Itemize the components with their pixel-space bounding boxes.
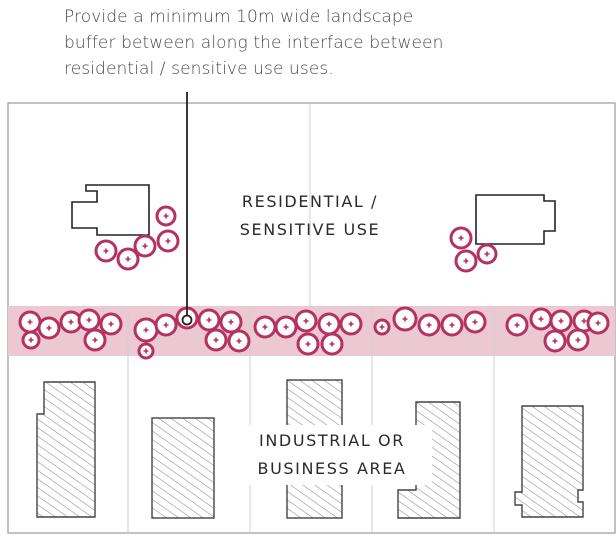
tree-center-mark — [103, 248, 109, 254]
tree-center-mark — [92, 337, 98, 343]
tree-center-mark — [143, 348, 149, 354]
tree-center-mark — [125, 256, 131, 262]
tree-center-mark — [595, 320, 601, 326]
tree-center-mark — [46, 325, 52, 331]
tree-center-mark — [329, 341, 335, 347]
tree-center-mark — [142, 243, 148, 249]
tree-center-mark — [575, 337, 581, 343]
tree-center-mark — [165, 238, 171, 244]
tree-center-mark — [236, 338, 242, 344]
tree-center-mark — [86, 317, 92, 323]
tree-center-mark — [68, 319, 74, 325]
tree-center-mark — [305, 341, 311, 347]
house-outline-icon — [71, 184, 150, 236]
industrial-building-icon — [514, 405, 584, 518]
tree-center-mark — [552, 338, 558, 344]
tree-center-mark — [28, 337, 34, 343]
tree-center-mark — [163, 322, 169, 328]
tree-center-mark — [27, 319, 33, 325]
tree-center-mark — [538, 316, 544, 322]
tree-center-mark — [558, 318, 564, 324]
residential-label-line2: SENSITIVE USE — [239, 220, 381, 239]
industrial-building-icon — [151, 417, 215, 519]
trees-group — [18, 205, 610, 360]
tree-center-mark — [463, 258, 469, 264]
industrial-label-line2: BUSINESS AREA — [257, 459, 407, 478]
tree-center-mark — [458, 235, 464, 241]
tree-center-mark — [303, 318, 309, 324]
industrial-zone-label: INDUSTRIAL OR BUSINESS AREA — [232, 425, 432, 485]
residential-label-line1: RESIDENTIAL / — [241, 192, 379, 211]
tree-center-mark — [206, 317, 212, 323]
industrial-building-icon — [36, 381, 96, 518]
tree-center-mark — [163, 213, 169, 219]
tree-center-mark — [379, 324, 385, 330]
tree-center-mark — [472, 319, 478, 325]
tree-center-mark — [283, 324, 289, 330]
industrial-label-line1: INDUSTRIAL OR — [259, 431, 405, 450]
annotation-line: Provide a minimum 10m wide landscape — [64, 7, 414, 27]
house-outline-icon — [475, 194, 556, 245]
tree-center-mark — [143, 327, 149, 333]
tree-center-mark — [484, 251, 490, 257]
tree-center-mark — [581, 318, 587, 324]
tree-center-mark — [348, 321, 354, 327]
tree-center-mark — [426, 322, 432, 328]
tree-center-mark — [514, 322, 520, 328]
leader-dot-icon — [181, 314, 193, 326]
tree-center-mark — [326, 321, 332, 327]
tree-center-mark — [402, 316, 408, 322]
tree-center-mark — [262, 324, 268, 330]
annotation-line: residential / sensitive use uses. — [64, 59, 334, 79]
tree-center-mark — [213, 337, 219, 343]
tree-center-mark — [228, 319, 234, 325]
tree-center-mark — [108, 321, 114, 327]
residential-zone-label: RESIDENTIAL / SENSITIVE USE — [200, 188, 420, 244]
annotation-line: buffer between along the interface betwe… — [64, 33, 444, 53]
annotation-text: Provide a minimum 10m wide landscape buf… — [64, 4, 534, 82]
tree-center-mark — [449, 322, 455, 328]
